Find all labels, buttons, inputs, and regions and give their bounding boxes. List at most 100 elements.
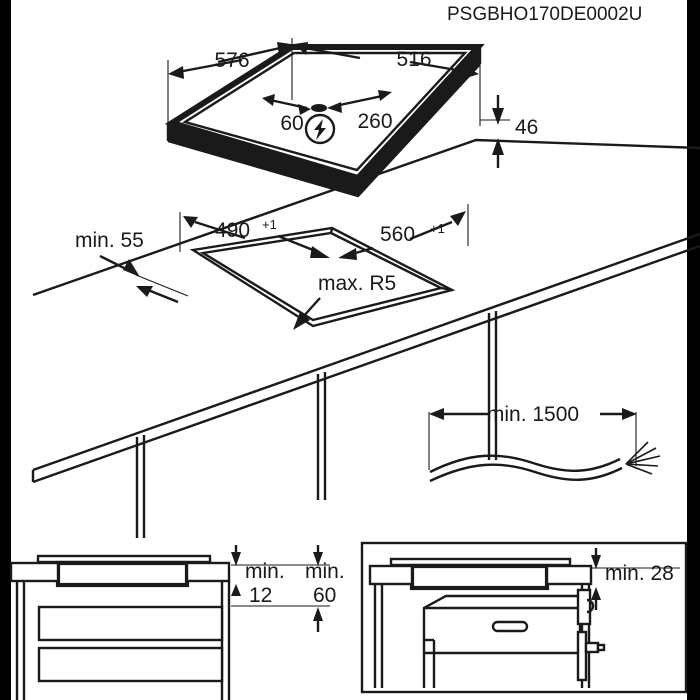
dim-516-left-leg — [304, 46, 361, 60]
dim-tolerance-cutout-depth: +1 — [262, 217, 277, 232]
arrowhead-12-down — [231, 552, 241, 566]
gap-dim-leg — [147, 288, 179, 304]
dim-516-right-leg — [409, 60, 469, 74]
oven-door-handle — [491, 620, 529, 633]
arrowhead-490-corner — [310, 246, 330, 258]
arrowhead-gap — [136, 286, 153, 297]
dim-hob-width-depth: 576 516 — [167, 38, 481, 126]
worktop-stub-right-left — [368, 564, 414, 586]
dim-576-left-leg — [177, 58, 243, 74]
arrowhead-12-up — [231, 584, 241, 596]
dim-label-hob-thickness: 46 — [515, 116, 538, 139]
dim-cutout-depth: 490 +1 — [179, 212, 330, 258]
cabinet-panels — [135, 311, 498, 538]
conductor-5 — [625, 463, 653, 475]
bracket-upper — [576, 588, 592, 626]
dim-label-60-value: 60 — [313, 584, 336, 607]
worktop-stub-left — [9, 561, 60, 583]
connection-point-marker — [311, 104, 327, 112]
arrowhead-46-down — [492, 108, 504, 125]
dim-label-corner-radius: max. R5 — [318, 272, 396, 295]
arrowhead-28-down — [591, 555, 601, 569]
hob-front-face — [168, 123, 358, 196]
conductor-2 — [625, 447, 657, 465]
leader-min55 — [99, 254, 129, 272]
arrowhead-28-up — [591, 587, 601, 600]
dim-label-edge-distance: min. 55 — [75, 229, 144, 252]
screw-shaft — [596, 643, 606, 652]
arrowhead-576-right — [277, 42, 291, 55]
dim-corner-radius: max. R5 — [293, 272, 396, 330]
dim-clearance-above-oven: min. 28 — [591, 548, 680, 610]
dim-label-12-prefix: min. — [245, 560, 285, 583]
dim-label-clearance-above-oven: min. 28 — [605, 562, 674, 585]
hob-body-left — [55, 560, 190, 588]
arrowhead-min55 — [123, 259, 140, 277]
cable-lower-edge — [429, 463, 623, 483]
oven-mounting-bracket — [576, 588, 606, 682]
dim-label-hob-width: 576 — [214, 49, 249, 72]
drawing-title: PSGBHO170DE0002U — [447, 4, 642, 25]
conductor-3 — [625, 455, 661, 465]
electrical-connection-icon — [304, 113, 336, 145]
dim-label-conn-offset-left: 60 — [280, 112, 303, 135]
dim-cutout-width: 560 +1 — [338, 204, 469, 260]
dim-cabinet-clearance: min. 60 — [305, 545, 345, 632]
arrowhead-R5 — [293, 312, 310, 330]
arrowhead-1500-left — [429, 408, 444, 420]
dim-edge-distance: min. 55 — [75, 229, 189, 304]
hob-section-right — [368, 557, 593, 591]
dim-hob-thickness: 46 — [480, 95, 538, 168]
supply-cable-view: min. 1500 — [428, 403, 661, 483]
screw-head — [584, 641, 600, 654]
worktop-stub-right — [185, 561, 231, 583]
dim-490-leg — [194, 220, 246, 240]
hob-section-left — [9, 554, 231, 588]
arrowhead-60-right — [298, 104, 311, 115]
arrowhead-516-right — [463, 66, 479, 79]
worktop-stub-right-right — [545, 564, 593, 586]
cable-conductors — [625, 441, 661, 475]
clearance-section-drawers: min. 12 min. 60 — [9, 545, 345, 700]
arrowhead-60-up — [313, 607, 323, 621]
leader-R5 — [301, 297, 321, 319]
oven-body — [422, 594, 582, 688]
bracket-arc-detail — [586, 598, 595, 614]
leader-490 — [277, 234, 319, 254]
cutout-corner-right — [440, 286, 453, 292]
dim-label-conn-offset-right: 260 — [357, 110, 392, 133]
arrowhead-490-left — [183, 216, 198, 228]
worktop-cutout-view: 490 +1 560 +1 min. 55 — [31, 138, 700, 538]
bracket-lower — [576, 630, 588, 682]
dim-clearance-below-hob: min. 12 — [231, 545, 330, 607]
dim-label-cutout-width: 560 — [380, 223, 415, 246]
lightning-bolt-glyph — [314, 119, 326, 140]
conductor-4 — [625, 463, 659, 467]
arrowhead-260-left — [327, 102, 342, 113]
arrowhead-60-left — [262, 94, 275, 106]
worktop-back-edge — [32, 138, 700, 297]
dim-label-60-prefix: min. — [305, 560, 345, 583]
arrowhead-60-down — [313, 552, 323, 566]
hob-right-face — [358, 47, 480, 196]
dim-label-cable-length: min. 1500 — [487, 403, 579, 426]
hob-isometric-view: 576 516 60 260 — [164, 38, 538, 198]
arrowhead-260-right — [378, 90, 392, 101]
cutout-corner-back — [329, 227, 334, 234]
dim-label-hob-depth: 516 — [396, 48, 431, 71]
worktop-front-top-edge — [32, 232, 700, 472]
conductor-1 — [625, 441, 649, 465]
cable-upper-edge — [429, 454, 621, 474]
left-edge-band — [0, 0, 11, 700]
arrowhead-560-right — [450, 211, 466, 226]
hob-body-right — [409, 563, 550, 591]
dim-connection-position: 60 260 — [262, 90, 393, 145]
dim-260-leg — [334, 94, 383, 108]
arrowhead-1500-right — [622, 408, 637, 420]
arrowhead-516-left — [294, 42, 308, 55]
dim-576-right-leg — [217, 46, 281, 64]
arrowhead-576-left — [168, 66, 184, 79]
dim-560-leg — [409, 220, 453, 241]
hob-glass-inset — [182, 51, 468, 172]
